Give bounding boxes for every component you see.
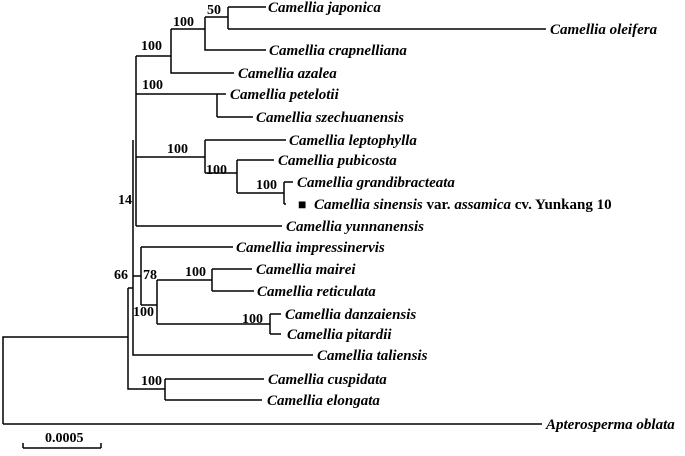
tip-label: Camellia mairei: [256, 262, 356, 278]
branch-leptophylla-group: [204, 139, 286, 174]
branch-cuspidata-group: [164, 378, 264, 401]
bootstrap-value: 14: [118, 193, 132, 208]
bootstrap-value: 100: [142, 78, 163, 93]
tip-label: Camellia elongata: [267, 393, 380, 409]
tip-label: Camellia danzaiensis: [285, 307, 416, 323]
branch-azalea-group: [170, 28, 234, 74]
tip-label: Camellia reticulata: [257, 284, 376, 300]
branch-petelotii-group: [142, 93, 253, 118]
bootstrap-value: 100: [242, 312, 263, 327]
branch-japonica-oleifera: [227, 6, 546, 30]
tip-label: Camellia szechuanensis: [256, 110, 404, 126]
branch-node-14: [132, 140, 313, 356]
bootstrap-values: 50 100 100 100 100 100 100 14 66 78 100 …: [114, 3, 277, 389]
branch-node-66: [127, 287, 165, 390]
tip-label: Camellia cuspidata: [268, 372, 387, 388]
tip-label: Camellia pubicosta: [278, 153, 397, 169]
tip-label: Camellia pitardii: [287, 327, 392, 343]
branch-upper-backbone: [135, 55, 282, 227]
tip-label: Apterosperma oblata: [545, 417, 675, 433]
bootstrap-value: 100: [133, 305, 154, 320]
tip-label: Camellia grandibracteata: [297, 175, 455, 191]
bootstrap-value: 50: [207, 3, 221, 18]
branch-grandibracteata-group: [283, 181, 293, 205]
focal-cultivar: cv. Yunkang 10: [511, 197, 612, 213]
tip-labels: Camellia japonica Camellia oleifera Came…: [230, 0, 675, 433]
branch-mairei-group: [211, 268, 254, 292]
tip-label: Camellia leptophylla: [289, 133, 417, 149]
scale-bar-line: [22, 443, 102, 449]
branch-danzaiensis-group: [269, 313, 281, 335]
tip-label: Camellia azalea: [238, 66, 337, 82]
branch-crapnelliana-group: [204, 16, 266, 51]
branch-pubicosta-group: [236, 159, 284, 194]
tip-label: Camellia yunnanensis: [286, 219, 424, 235]
bootstrap-value: 100: [206, 163, 227, 178]
bootstrap-value: 78: [143, 268, 157, 283]
tip-label: Camellia oleifera: [550, 22, 658, 38]
bootstrap-value: 100: [173, 15, 194, 30]
bootstrap-value: 100: [141, 374, 162, 389]
scale-bar: 0.0005: [22, 431, 102, 449]
tip-label: Camellia japonica: [268, 0, 381, 16]
tip-label: Camellia taliensis: [317, 348, 428, 364]
tree-branches: [2, 6, 546, 425]
bootstrap-value: 100: [256, 178, 277, 193]
branch-lower-group: [156, 279, 270, 325]
focal-variety: assamica: [454, 197, 511, 213]
yunkang-marker-icon: ■: [298, 198, 306, 213]
bootstrap-value: 100: [167, 142, 188, 157]
focal-var: var.: [423, 197, 455, 213]
tip-label: Camellia crapnelliana: [269, 43, 407, 59]
tip-label: Camellia petelotii: [230, 87, 340, 103]
tip-label-focal: Camellia sinensis var. assamica cv. Yunk…: [314, 197, 612, 213]
bootstrap-value: 66: [114, 268, 128, 283]
scale-bar-label: 0.0005: [45, 431, 84, 446]
root-branch: [2, 336, 542, 425]
focal-species: Camellia sinensis: [314, 197, 423, 213]
tip-label: Camellia impressinervis: [236, 240, 385, 256]
bootstrap-value: 100: [185, 265, 206, 280]
bootstrap-value: 100: [141, 39, 162, 54]
branch-node-78: [133, 246, 233, 306]
